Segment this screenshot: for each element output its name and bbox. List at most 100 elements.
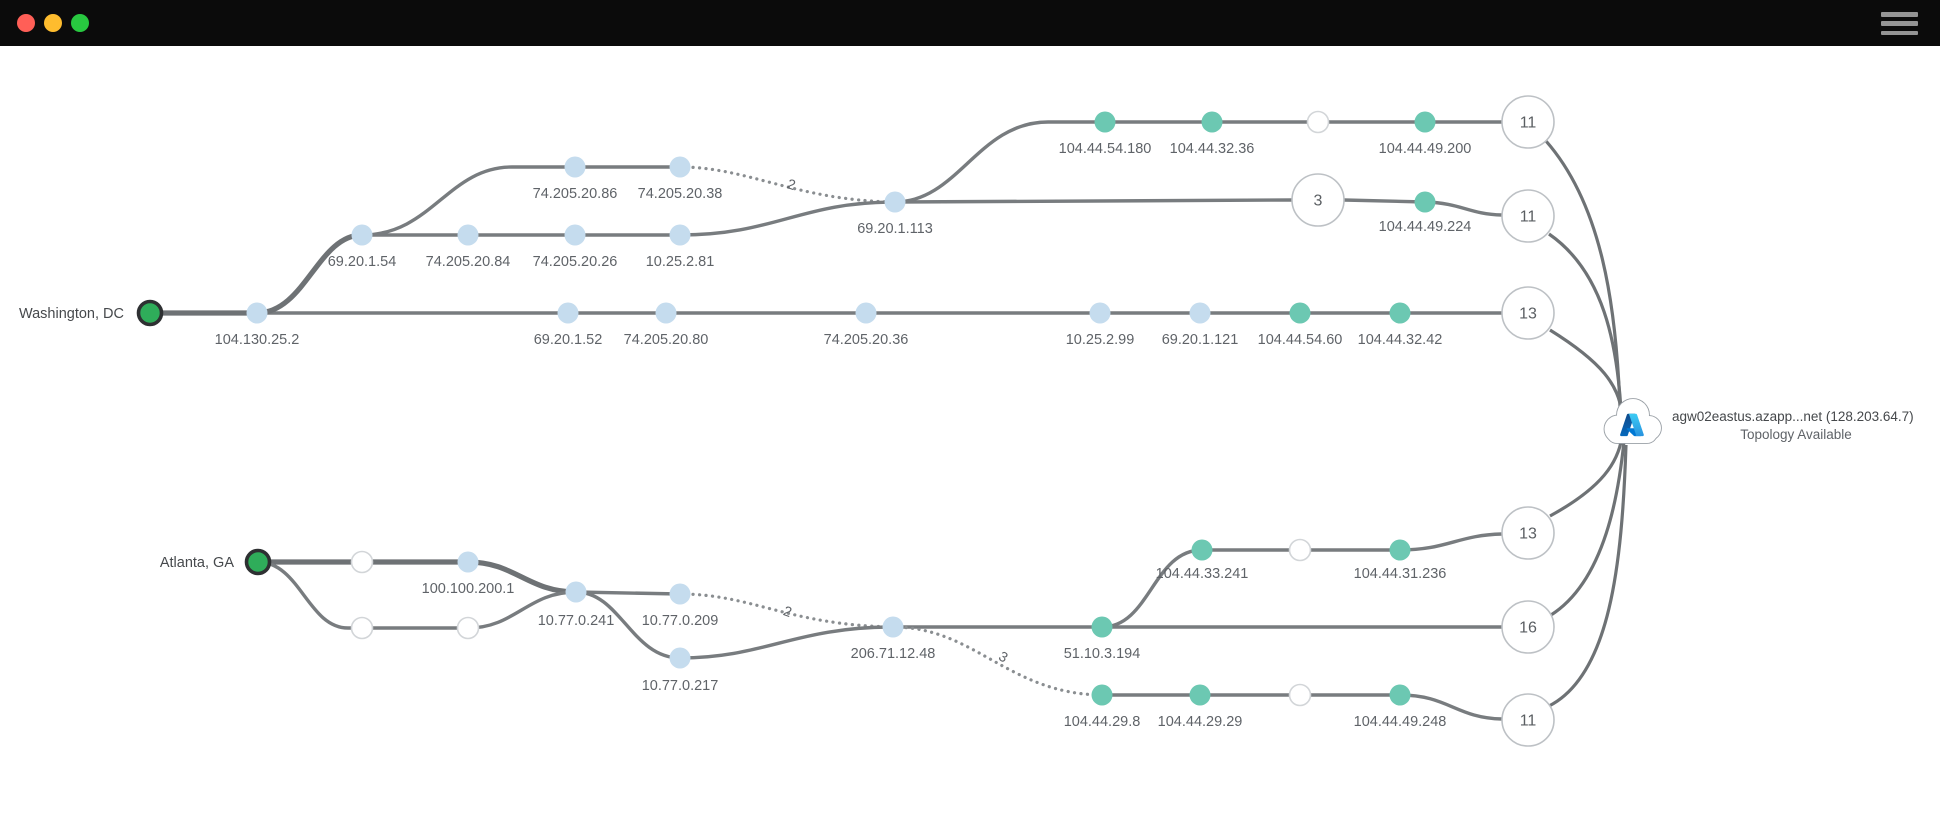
hamburger-bar: [1881, 30, 1918, 35]
collapsed-hops-count-label: 2: [781, 602, 794, 620]
hop-node-teal[interactable]: [1289, 302, 1311, 324]
hop-node-blue[interactable]: [1089, 302, 1111, 324]
hop-ip-label: 74.205.20.80: [624, 332, 709, 348]
collapsed-hops-count-label: 3: [996, 648, 1011, 666]
path-link-dotted: [678, 592, 895, 629]
path-link: [1544, 139, 1622, 408]
hamburger-menu-icon[interactable]: [1881, 12, 1918, 35]
hop-node-white[interactable]: [350, 616, 374, 640]
source-agent-node[interactable]: [244, 548, 272, 576]
aggregated-hops-circle[interactable]: [1501, 189, 1555, 243]
path-link: [894, 120, 1502, 204]
aggregated-hops-count: 3: [1314, 193, 1323, 210]
path-link: [256, 232, 363, 316]
hop-node-teal[interactable]: [1389, 684, 1411, 706]
hop-ip-label: 104.44.32.42: [1358, 332, 1443, 348]
hop-node-teal[interactable]: [1414, 111, 1436, 133]
aggregated-hops-circle[interactable]: [1501, 506, 1555, 560]
hop-node-teal[interactable]: [1389, 302, 1411, 324]
hop-ip-label: 104.44.49.224: [1379, 219, 1472, 235]
path-link: [257, 560, 577, 630]
hop-ip-label: 104.44.31.236: [1354, 566, 1447, 582]
aggregated-hops-count: 11: [1520, 209, 1537, 226]
hop-node-teal[interactable]: [1189, 684, 1211, 706]
source-agent-node[interactable]: [136, 299, 164, 327]
hop-node-teal[interactable]: [1094, 111, 1116, 133]
hop-node-teal[interactable]: [1414, 191, 1436, 213]
hop-ip-label: 69.20.1.121: [1162, 332, 1239, 348]
hop-node-blue[interactable]: [669, 583, 691, 605]
path-link: [1548, 232, 1623, 411]
aggregated-hops-circle[interactable]: [1501, 286, 1555, 340]
hop-node-blue[interactable]: [565, 581, 587, 603]
aggregated-hops-circle[interactable]: [1501, 600, 1555, 654]
hop-node-blue[interactable]: [246, 302, 268, 324]
path-link: [361, 165, 680, 237]
path-link-dotted: [678, 165, 895, 204]
hop-node-blue[interactable]: [351, 224, 373, 246]
hop-node-teal[interactable]: [1091, 684, 1113, 706]
path-link: [1548, 444, 1628, 708]
zoom-button[interactable]: [71, 14, 89, 32]
hop-node-teal[interactable]: [1191, 539, 1213, 561]
hop-ip-label: 69.20.1.52: [534, 332, 603, 348]
hop-node-white[interactable]: [456, 616, 480, 640]
hop-node-blue[interactable]: [564, 224, 586, 246]
hop-ip-label: 10.25.2.81: [646, 254, 715, 270]
hop-node-blue[interactable]: [669, 647, 691, 669]
destination-hostname-label: agw02eastus.azapp...net (128.203.64.7): [1672, 409, 1914, 424]
aggregated-hops-count: 16: [1519, 620, 1537, 637]
path-link: [894, 198, 1293, 204]
hop-node-teal[interactable]: [1389, 539, 1411, 561]
hop-node-blue[interactable]: [655, 302, 677, 324]
hop-ip-label: 104.44.29.8: [1064, 714, 1141, 730]
hop-node-blue[interactable]: [669, 224, 691, 246]
hop-node-white[interactable]: [1306, 110, 1330, 134]
hop-ip-label: 74.205.20.86: [533, 186, 618, 202]
hop-ip-label: 104.130.25.2: [215, 332, 300, 348]
hop-node-blue[interactable]: [669, 156, 691, 178]
hop-ip-label: 104.44.49.200: [1379, 141, 1472, 157]
hop-ip-label: 74.205.20.84: [426, 254, 511, 270]
hop-ip-label: 104.44.32.36: [1170, 141, 1255, 157]
hop-node-blue[interactable]: [1189, 302, 1211, 324]
hamburger-bar: [1881, 21, 1918, 26]
hop-ip-label: 74.205.20.36: [824, 332, 909, 348]
hop-ip-label: 69.20.1.54: [328, 254, 397, 270]
hop-node-blue[interactable]: [564, 156, 586, 178]
path-link: [1550, 440, 1626, 617]
hop-node-teal[interactable]: [1091, 616, 1113, 638]
hop-node-blue[interactable]: [855, 302, 877, 324]
hop-ip-label: 206.71.12.48: [851, 646, 936, 662]
hop-ip-label: 104.44.49.248: [1354, 714, 1447, 730]
aggregated-hops-circle[interactable]: [1501, 95, 1555, 149]
aggregated-hops-count: 11: [1520, 713, 1537, 730]
azure-logo-icon: [1620, 413, 1644, 437]
aggregated-hops-circle[interactable]: [1501, 693, 1555, 747]
path-link: [467, 559, 577, 595]
hop-node-blue[interactable]: [884, 191, 906, 213]
hop-ip-label: 104.44.29.29: [1158, 714, 1243, 730]
hop-ip-label: 104.44.33.241: [1156, 566, 1249, 582]
hop-node-white[interactable]: [350, 550, 374, 574]
hop-node-blue[interactable]: [457, 224, 479, 246]
hop-node-blue[interactable]: [557, 302, 579, 324]
aggregated-hops-circle[interactable]: [1291, 173, 1345, 227]
hop-ip-label: 51.10.3.194: [1064, 646, 1141, 662]
hop-ip-label: 10.25.2.99: [1066, 332, 1135, 348]
hop-ip-label: 74.205.20.26: [533, 254, 618, 270]
hop-node-blue[interactable]: [457, 551, 479, 573]
hop-node-blue[interactable]: [882, 616, 904, 638]
hop-node-white[interactable]: [1288, 683, 1312, 707]
hop-ip-label: 10.77.0.217: [642, 678, 719, 694]
minimize-button[interactable]: [44, 14, 62, 32]
close-button[interactable]: [17, 14, 35, 32]
source-agent-label: Washington, DC: [19, 306, 124, 322]
hop-ip-label: 100.100.200.1: [422, 581, 515, 597]
hop-node-white[interactable]: [1288, 538, 1312, 562]
hop-node-teal[interactable]: [1201, 111, 1223, 133]
hop-ip-label: 74.205.20.38: [638, 186, 723, 202]
hop-ip-label: 104.44.54.180: [1059, 141, 1152, 157]
